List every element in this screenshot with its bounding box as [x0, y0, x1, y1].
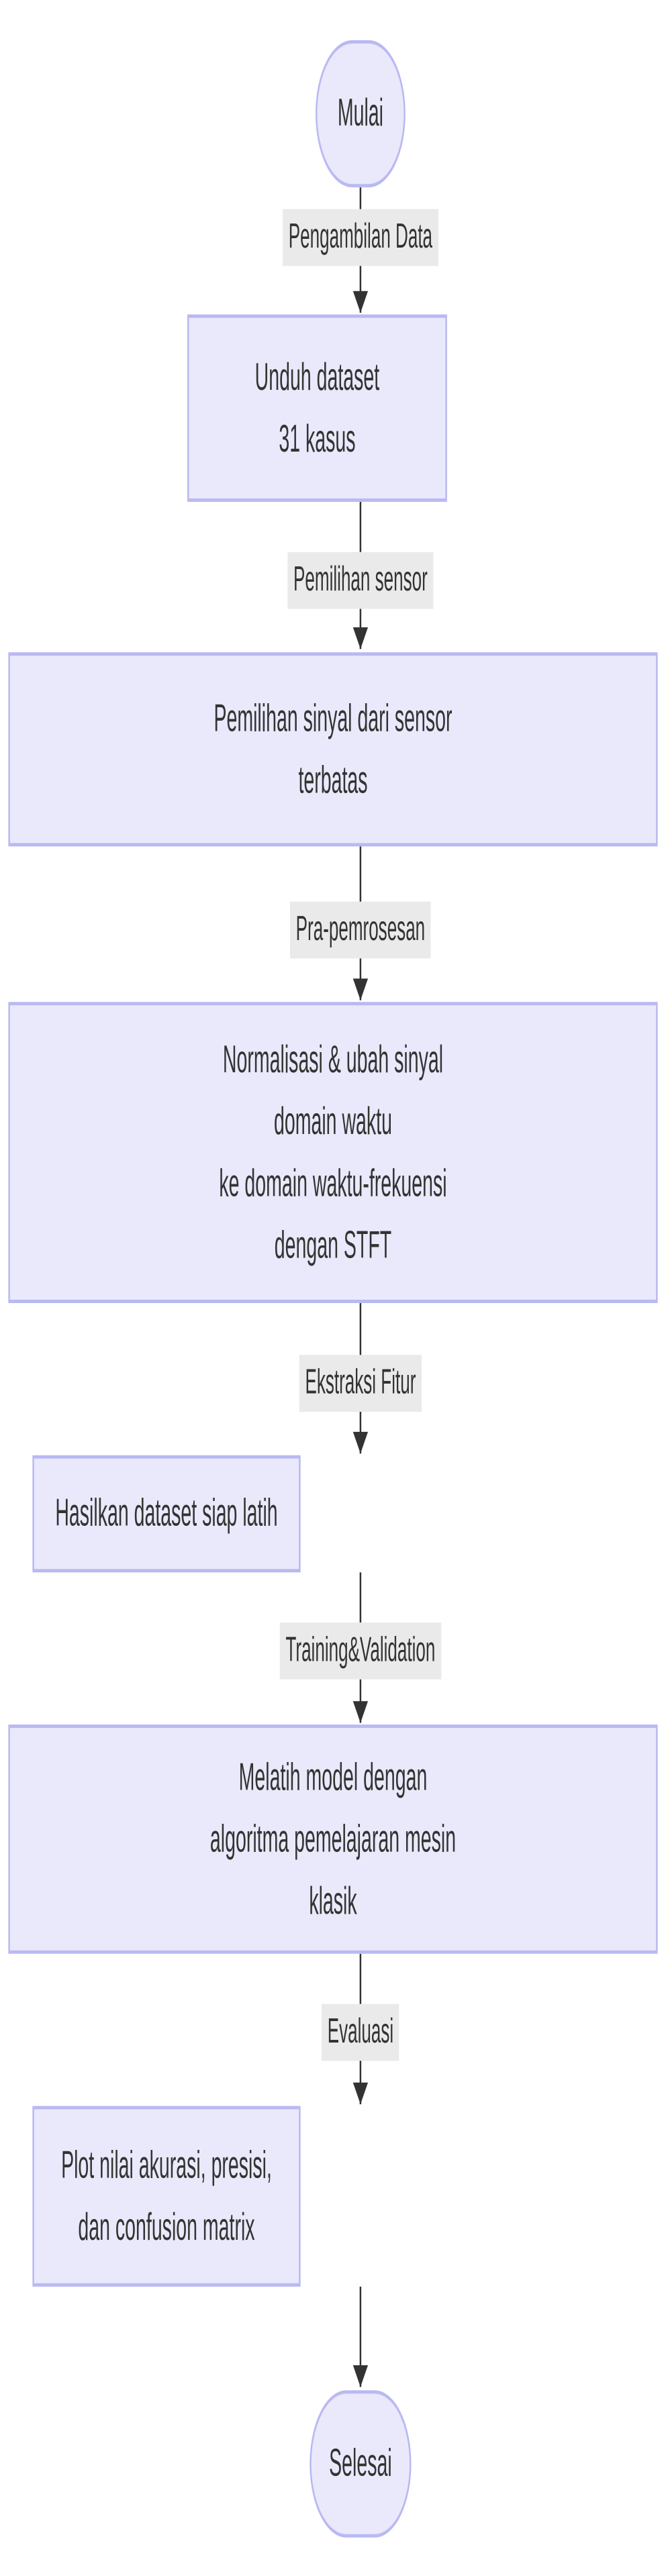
edge-arrow-pemilihan-normalisasi — [352, 978, 369, 1000]
node-melatih-model[interactable]: Melatih model dengan algoritma pemelajar… — [8, 1724, 658, 1954]
node-pemilihan-sinyal[interactable]: Pemilihan sinyal dari sensor terbatas — [8, 652, 658, 847]
edge-label-ekstraksi-fitur: Ekstraksi Fitur — [299, 1355, 422, 1412]
edge-label-evaluasi: Evaluasi — [322, 2004, 399, 2062]
node-normalisasi-stft-label: Normalisasi & ubah sinyal domain waktu k… — [219, 1036, 447, 1267]
node-unduh-dataset[interactable]: Unduh dataset 31 kasus — [187, 314, 447, 502]
node-normalisasi-stft[interactable]: Normalisasi & ubah sinyal domain waktu k… — [8, 1002, 658, 1303]
node-pemilihan-sinyal-label: Pemilihan sinyal dari sensor terbatas — [213, 695, 453, 802]
node-selesai[interactable]: Selesai — [310, 2390, 412, 2538]
edge-arrow-normalisasi-hasilkan — [352, 1431, 369, 1454]
edge-label-training-validation: Training&Validation — [279, 1622, 442, 1680]
node-selesai-label: Selesai — [329, 2441, 392, 2485]
node-melatih-model-label: Melatih model dengan algoritma pemelajar… — [209, 1754, 457, 1922]
node-hasilkan-dataset[interactable]: Hasilkan dataset siap latih — [32, 1455, 301, 1573]
node-unduh-dataset-label: Unduh dataset 31 kasus — [254, 354, 380, 460]
node-hasilkan-dataset-label: Hasilkan dataset siap latih — [55, 1491, 278, 1535]
node-mulai[interactable]: Mulai — [315, 40, 406, 188]
edge-label-pemilihan-sensor: Pemilihan sensor — [287, 552, 434, 610]
edge-arrow-melatih-plot — [352, 2082, 369, 2105]
node-mulai-label: Mulai — [337, 91, 384, 135]
edge-label-pra-pemrosesan: Pra-pemrosesan — [289, 901, 431, 960]
edge-arrow-hasilkan-melatih — [352, 1701, 369, 1723]
node-plot-metrik[interactable]: Plot nilai akurasi, presisi, dan confusi… — [32, 2106, 301, 2287]
edge-arrow-unduh-pemilihan — [352, 627, 369, 650]
edge-arrow-mulai-unduh — [352, 291, 369, 313]
edge-line-plot-selesai — [359, 2286, 362, 2387]
edge-label-pengambilan-data: Pengambilan Data — [283, 209, 438, 267]
node-plot-metrik-label: Plot nilai akurasi, presisi, dan confusi… — [61, 2142, 272, 2249]
edge-arrow-plot-selesai — [352, 2365, 369, 2387]
